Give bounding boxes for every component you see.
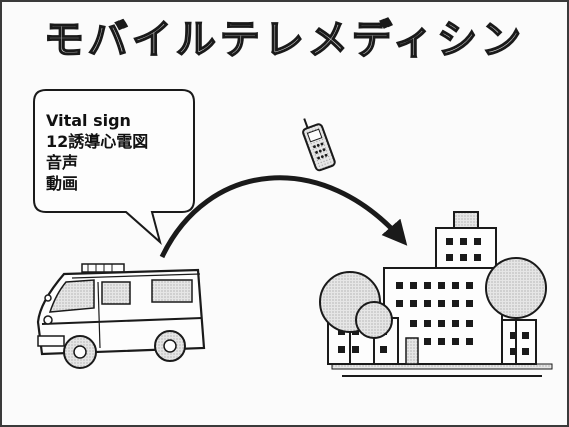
cell-phone-icon (302, 118, 336, 172)
curved-arrow (159, 175, 408, 259)
speech-bubble (33, 89, 195, 245)
bubble-line: 12誘導心電図 (46, 132, 149, 151)
bubble-line: 音声 (46, 153, 79, 172)
bubble-line: 動画 (46, 174, 79, 193)
slide-title: モバイルテレメディシン (43, 16, 526, 64)
hospital-icon (319, 211, 553, 377)
ambulance-icon (36, 263, 206, 369)
bubble-line: Vital sign (46, 111, 131, 130)
speech-bubble-text: Vital sign 12誘導心電図 音声 動画 (46, 110, 148, 194)
